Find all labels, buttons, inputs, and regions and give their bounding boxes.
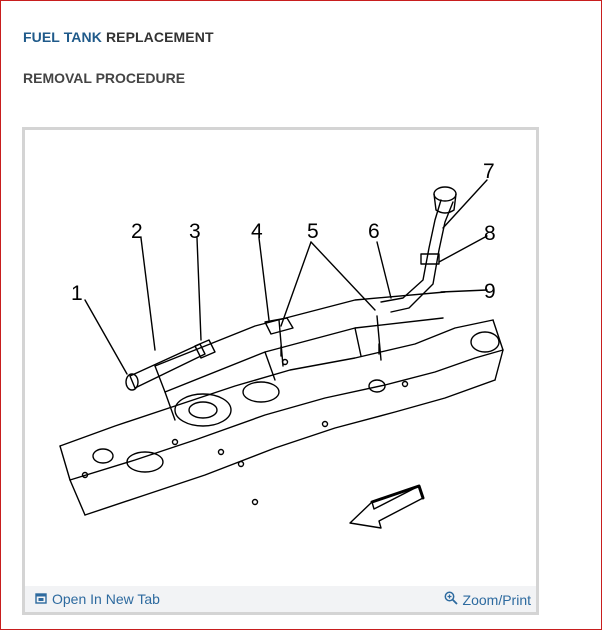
- zoom-icon: [444, 591, 458, 608]
- spring-seat-left: [174, 393, 232, 427]
- filler-cap: [433, 186, 457, 202]
- callout-5: 5: [307, 220, 319, 243]
- filler-pipe: [380, 199, 442, 303]
- fuel-tank-link[interactable]: FUEL TANK: [23, 29, 102, 45]
- callout-1: 1: [71, 282, 83, 305]
- callout-7: 7: [483, 160, 495, 183]
- leader-5a: [280, 241, 312, 327]
- leader-7: [442, 179, 488, 229]
- open-in-new-tab-button[interactable]: Open In New Tab: [35, 591, 160, 607]
- spring-seat-mid: [242, 381, 280, 403]
- fuel-tank-diagram[interactable]: 1 2 3 4 5 6 7 8 9: [25, 130, 536, 586]
- open-in-new-tab-label: Open In New Tab: [52, 591, 160, 607]
- tank-strap-right: [376, 315, 382, 361]
- callout-8: 8: [484, 222, 496, 245]
- leader-6: [376, 241, 392, 299]
- filler-hose-clamp: [194, 339, 216, 359]
- leader-3: [196, 237, 202, 341]
- callout-2: 2: [131, 220, 143, 243]
- zoom-print-button[interactable]: Zoom/Print: [444, 591, 531, 608]
- vent-hose: [264, 317, 294, 335]
- leader-1: [84, 299, 128, 375]
- leader-2: [140, 237, 156, 351]
- callout-6: 6: [368, 220, 380, 243]
- spring-seat-right: [470, 331, 500, 353]
- callout-9: 9: [484, 280, 496, 303]
- figure-toolbar: Open In New Tab Zoom/Print: [25, 586, 536, 612]
- zoom-print-label: Zoom/Print: [462, 591, 531, 608]
- leader-4: [258, 237, 270, 321]
- filler-tube: [129, 343, 206, 389]
- leader-9: [440, 289, 488, 293]
- callout-3: 3: [189, 220, 201, 243]
- figure-container: 1 2 3 4 5 6 7 8 9 Open In New Tab: [22, 127, 539, 615]
- frame-rail-upper: [59, 319, 494, 447]
- leader-8: [438, 235, 488, 263]
- frame-rail-lower: [69, 349, 504, 481]
- cross-member-left: [154, 291, 446, 367]
- procedure-heading: REMOVAL PROCEDURE: [23, 70, 186, 86]
- open-in-new-tab-icon: [35, 591, 47, 607]
- leader-5b: [310, 241, 376, 311]
- filler-pipe-bracket: [420, 253, 440, 265]
- filler-tube-end: [125, 373, 139, 391]
- callout-4: 4: [251, 220, 263, 243]
- title-text: REPLACEMENT: [105, 29, 214, 45]
- frame-rail-bottom: [84, 379, 496, 516]
- tank-strap-left: [278, 319, 284, 367]
- page-title: FUEL TANK REPLACEMENT: [23, 29, 214, 45]
- front-direction-arrow: [349, 485, 424, 529]
